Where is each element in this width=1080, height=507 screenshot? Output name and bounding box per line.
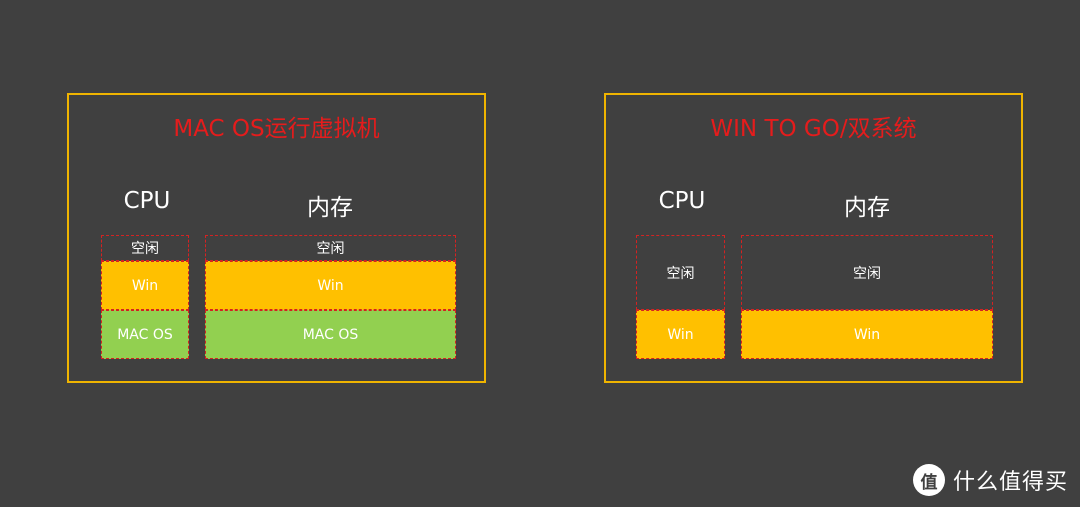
- cpu-win-block: Win: [101, 261, 189, 310]
- cpu-win-block: Win: [636, 310, 725, 359]
- smzdm-logo-icon: 值: [912, 464, 945, 496]
- cpu-idle-block: 空闲: [101, 235, 189, 261]
- watermark: 值 什么值得买: [912, 463, 1068, 497]
- panel-title: MAC OS运行虚拟机: [173, 116, 380, 142]
- cpu-header: CPU: [123, 188, 171, 214]
- memory-header: 内存: [307, 195, 353, 221]
- cpu-idle-block: 空闲: [636, 235, 725, 310]
- memory-win-block: Win: [741, 310, 993, 359]
- mac-os-vm-panel: MAC OS运行虚拟机 CPU 内存 空闲 Win MAC OS 空闲 Win …: [67, 93, 486, 383]
- panel-title: WIN TO GO/双系统: [710, 116, 917, 142]
- cpu-macos-block: MAC OS: [101, 310, 189, 359]
- watermark-text: 什么值得买: [952, 470, 1068, 495]
- cpu-header: CPU: [658, 188, 706, 214]
- memory-idle-block: 空闲: [205, 235, 456, 261]
- memory-idle-block: 空闲: [741, 235, 993, 310]
- memory-macos-block: MAC OS: [205, 310, 456, 359]
- memory-header: 内存: [844, 195, 890, 221]
- win-to-go-panel: WIN TO GO/双系统 CPU 内存 空闲 Win 空闲 Win: [604, 93, 1023, 383]
- memory-win-block: Win: [205, 261, 456, 310]
